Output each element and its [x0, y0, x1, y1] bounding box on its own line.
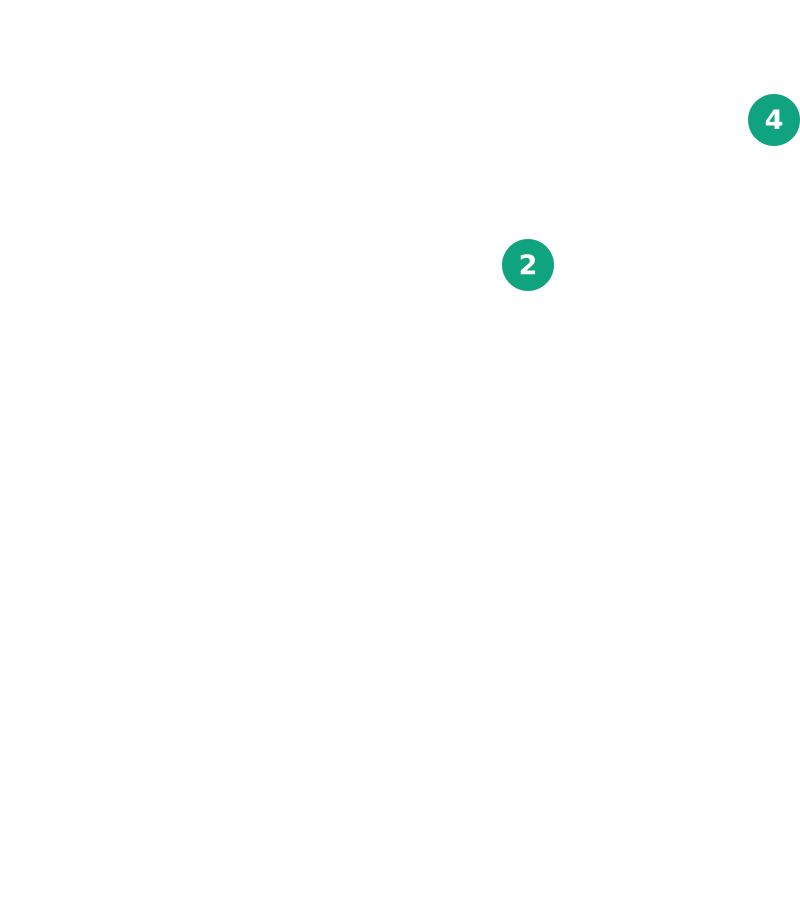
step-marker-2[interactable]: 2 — [502, 239, 554, 291]
step-marker-label: 4 — [764, 104, 784, 136]
step-marker-4[interactable]: 4 — [748, 94, 800, 146]
step-marker-label: 2 — [518, 249, 538, 281]
